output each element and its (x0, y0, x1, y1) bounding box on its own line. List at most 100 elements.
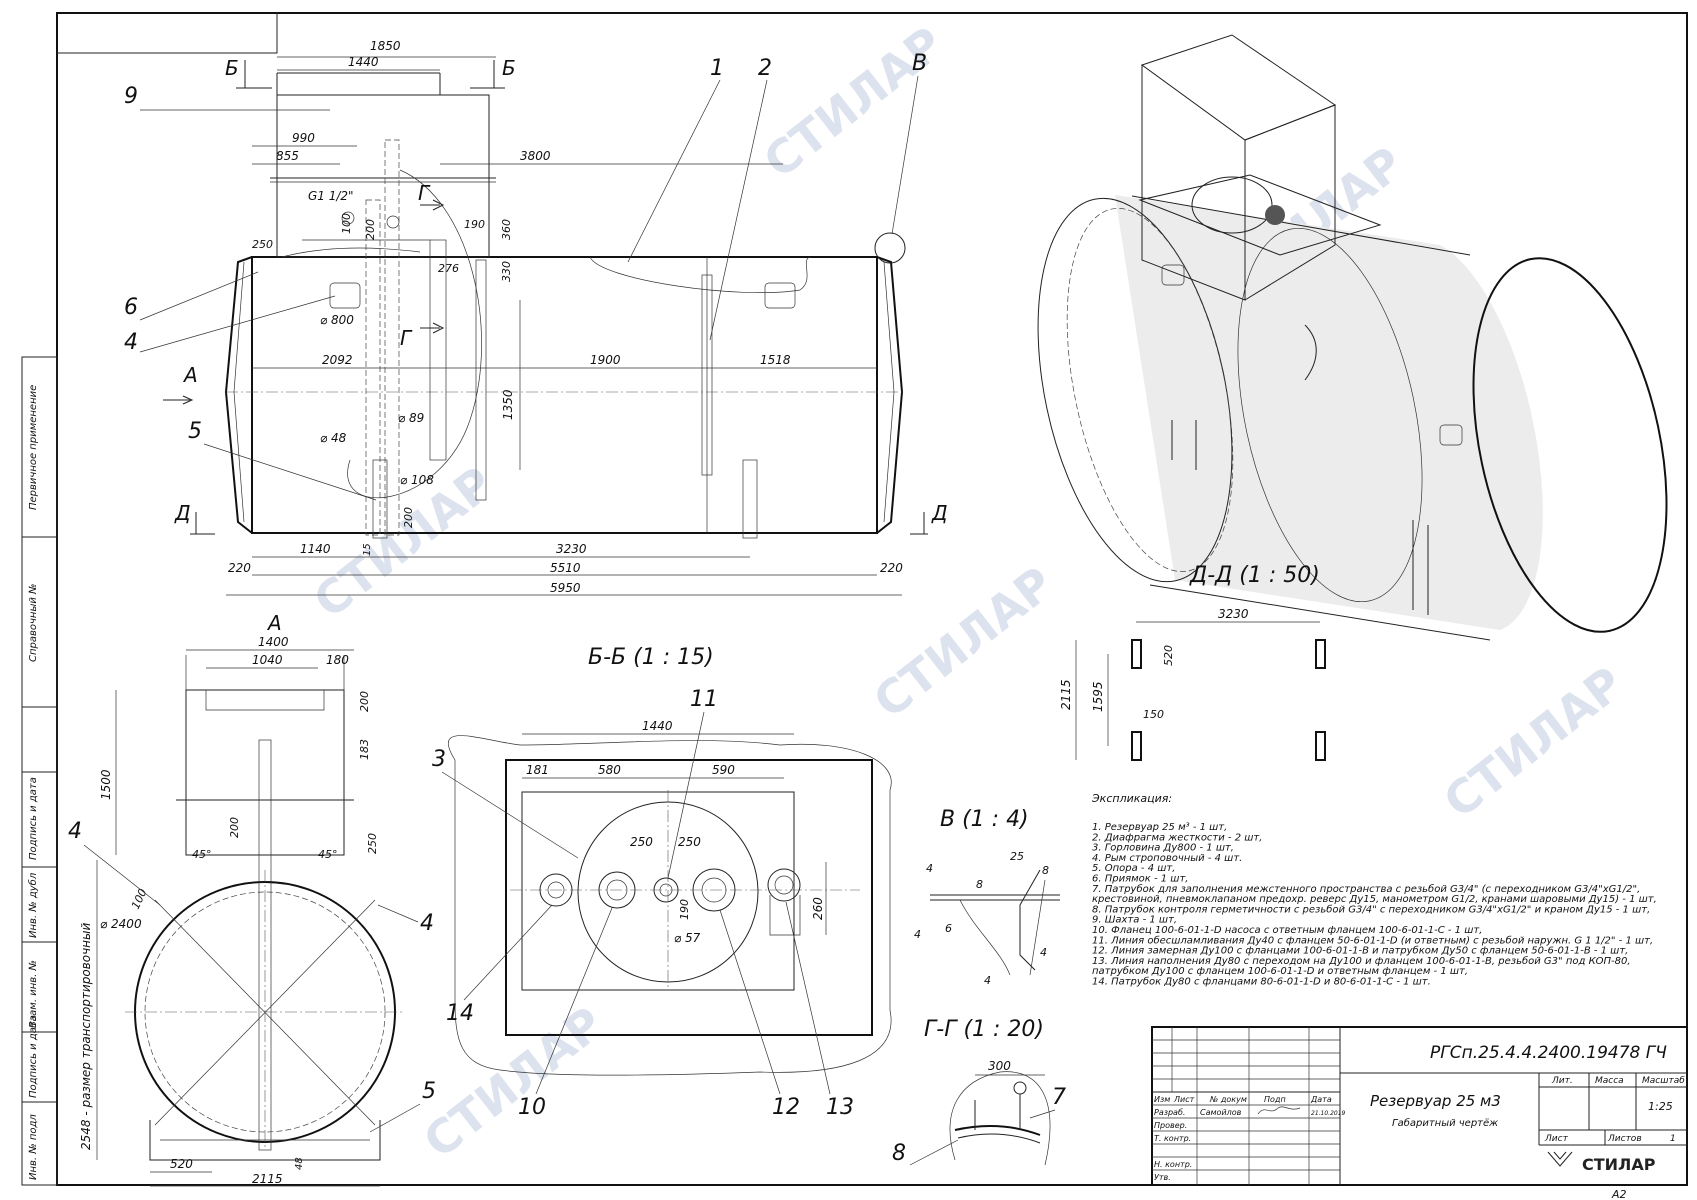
explication-item: 14. Патрубок Ду80 с фланцами 80-6-01-1-D… (1092, 976, 1431, 988)
sheet-frame: Первичное применение Справочный № Подпис… (21, 12, 1688, 1200)
section-gg-title: Г-Г (1 : 20) (924, 1017, 1044, 1042)
explication-item: 6. Приямок - 1 шт, (1092, 874, 1188, 885)
explication-item: 4. Рым строповочный - 4 шт. (1092, 853, 1242, 864)
tb-sheet-label: Лист (1544, 1134, 1569, 1144)
dim-1900: 1900 (590, 353, 621, 367)
company-name: СТИЛАР (1582, 1155, 1656, 1174)
watermark: СТИЛАР (754, 16, 954, 189)
dim-3230: 3230 (556, 542, 587, 556)
dim-181: 181 (526, 763, 549, 777)
callout-8: 8 (892, 1141, 906, 1166)
tb-role-prover: Провер. (1154, 1121, 1187, 1130)
section-mark-b: Б (225, 56, 239, 80)
section-mark-d: Д (174, 501, 191, 525)
margin-label: Подпись и дата (28, 777, 39, 860)
dim-d57: ⌀ 57 (674, 931, 701, 945)
explication-item: 9. Шахта - 1 шт, (1092, 915, 1177, 926)
callout-4: 4 (420, 911, 434, 936)
tank-head-left (224, 256, 253, 534)
section-dd-title: Д-Д (1 : 50) (1189, 563, 1320, 588)
dim-48: 48 (294, 1157, 305, 1170)
dim-200b: 200 (402, 507, 415, 528)
tb-sheets-value: 1 (1670, 1134, 1676, 1144)
dim-180: 180 (326, 653, 349, 667)
tb-role-nkont: Н. контр. (1154, 1160, 1192, 1169)
tb-col-sign: Подп (1264, 1095, 1286, 1104)
dim-1440: 1440 (642, 719, 673, 733)
detail-mark-v: В (912, 51, 927, 76)
dim-220a: 220 (228, 561, 251, 575)
dim-45a: 45° (192, 848, 212, 861)
explication-list: 1. Резервуар 25 м³ - 1 шт,2. Диафрагма ж… (1092, 822, 1657, 988)
explication-item: 1. Резервуар 25 м³ - 1 шт, (1092, 822, 1227, 833)
dim-990: 990 (292, 131, 315, 145)
callout-13: 13 (826, 1095, 854, 1120)
watermark: СТИЛАР (864, 556, 1064, 729)
dim-g112: G1 1/2" (308, 189, 354, 203)
tb-role-razrab: Разраб. (1154, 1108, 1185, 1117)
dim-3800: 3800 (520, 149, 551, 163)
tb-col-izm: Изм (1154, 1095, 1170, 1104)
dim-200: 200 (364, 219, 377, 240)
callout-4: 4 (68, 819, 82, 844)
dim-3230: 3230 (1218, 607, 1249, 621)
section-gg: Г-Г (1 : 20) 300 7 8 (892, 1017, 1066, 1166)
watermark: СТИЛАР (414, 996, 614, 1169)
dim-276: 276 (438, 262, 459, 275)
dim-d108: ⌀ 108 (400, 473, 434, 487)
callout-3: 3 (432, 747, 446, 772)
sheet-format: A2 (1611, 1188, 1627, 1200)
doc-code: РГСп.25.4.4.2400.19478 ГЧ (1430, 1043, 1667, 1063)
dim-45b: 45° (318, 848, 338, 861)
dim-d48: ⌀ 48 (320, 431, 347, 445)
margin-label: Первичное применение (28, 385, 39, 510)
dim-250a: 250 (630, 835, 653, 849)
explication: Экспликация: 1. Резервуар 25 м³ - 1 шт,2… (1091, 792, 1657, 988)
section-mark-d: Д (931, 501, 948, 525)
section-mark-a: А (182, 363, 198, 387)
callout-5: 5 (422, 1079, 436, 1104)
section-mark-g: Г (400, 326, 413, 350)
dim-150: 150 (1143, 708, 1164, 721)
dim-d800: ⌀ 800 (320, 313, 354, 327)
tb-hdr-mass: Масса (1595, 1076, 1624, 1086)
dim-250b: 250 (678, 835, 701, 849)
callout-7: 7 (1052, 1085, 1066, 1110)
section-mark-g: Г (418, 181, 431, 205)
dim-360: 360 (500, 219, 513, 240)
explication-item: 8. Патрубок контроля герметичности с рез… (1092, 903, 1650, 915)
view-a: А 1400 1040 180 200 183 1500 200 250 45°… (68, 611, 436, 1187)
dim-2400: ⌀ 2400 (100, 917, 142, 931)
dim-8b: 8 (976, 878, 983, 891)
dim-520: 520 (170, 1157, 193, 1171)
dim-8a: 8 (1042, 864, 1049, 877)
dim-260: 260 (811, 897, 825, 920)
explication-item: 7. Патрубок для заполнения межстенного п… (1092, 883, 1640, 895)
dim-4a: 4 (926, 862, 933, 875)
main-view: 1850 1440 990 855 3800 G1 1/2" 100 200 1… (124, 39, 948, 596)
section-bb-title: Б-Б (1 : 15) (588, 645, 714, 670)
callout-9: 9 (124, 84, 138, 109)
signature (1257, 1106, 1301, 1115)
tb-col-date: Дата (1310, 1095, 1332, 1104)
dim-2092: 2092 (322, 353, 353, 367)
dim-1400: 1400 (258, 635, 289, 649)
tb-role-tkont: Т. контр. (1154, 1134, 1191, 1143)
dim-4d: 4 (984, 974, 991, 987)
dim-6: 6 (945, 922, 952, 935)
dim-855: 855 (276, 149, 299, 163)
dim-190: 190 (464, 218, 485, 231)
dim-100: 100 (129, 887, 150, 912)
callout-5: 5 (188, 419, 202, 444)
drawing-name: Резервуар 25 м3 (1370, 1092, 1501, 1110)
tank-body (251, 256, 878, 534)
dim-250: 250 (252, 238, 273, 251)
detail-v-title: В (1 : 4) (940, 807, 1029, 832)
explication-heading: Экспликация: (1091, 792, 1172, 805)
section-bb: Б-Б (1 : 15) 1440 181 580 590 250 250 19… (432, 645, 892, 1120)
explication-item: 10. Фланец 100-6-01-1-D насоса с ответны… (1092, 925, 1482, 936)
dim-25: 25 (1010, 850, 1024, 863)
dim-100: 100 (340, 213, 353, 234)
dim-4b: 4 (914, 928, 921, 941)
callout-12: 12 (772, 1095, 800, 1120)
